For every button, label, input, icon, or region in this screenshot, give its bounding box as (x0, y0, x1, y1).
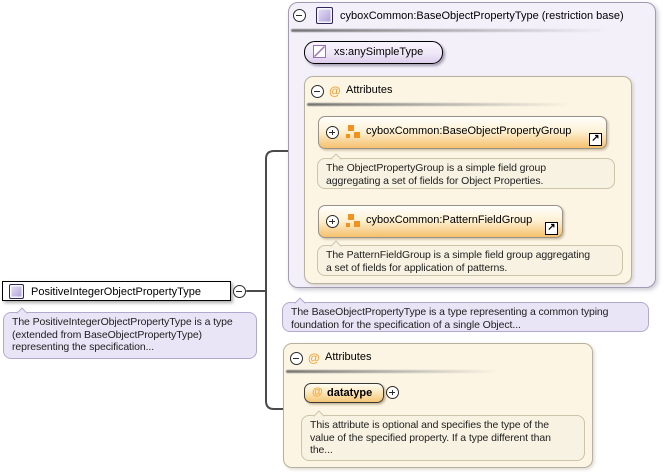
attribute-description: This attribute is optional and specifies… (310, 419, 551, 456)
attributes-divider (286, 370, 526, 373)
attribute-name: datatype (327, 386, 373, 399)
any-simple-type-pill[interactable]: xs:anySimpleType (304, 41, 443, 64)
collapse-icon[interactable] (293, 9, 306, 22)
base-attributes-panel[interactable]: @ Attributes cyboxCommon:BaseObjectPrope… (304, 76, 632, 284)
attribute-icon: @ (329, 84, 341, 98)
external-link-icon[interactable]: ↗ (589, 133, 602, 146)
simple-type-icon (313, 45, 326, 58)
attribute-icon: @ (308, 351, 320, 365)
header-divider (291, 29, 653, 32)
base-ref-label: xs:anySimpleType (334, 46, 424, 58)
attribute-group-label: cyboxCommon:BaseObjectPropertyGroup (366, 125, 572, 137)
expand-icon[interactable] (326, 215, 339, 228)
external-link-icon[interactable]: ↗ (545, 222, 558, 235)
attributes-divider (307, 103, 607, 106)
base-type-description-bubble: The BaseObjectPropertyType is a type rep… (282, 296, 649, 332)
expand-icon[interactable] (326, 126, 339, 139)
attribute-datatype-pill[interactable]: @ datatype (304, 383, 384, 403)
attribute-group-description-bubble: The ObjectPropertyGroup is a simple fiel… (317, 152, 615, 189)
attribute-group-description-bubble: The PatternFieldGroup is a simple field … (317, 239, 623, 276)
collapse-icon[interactable] (233, 285, 246, 298)
attribute-group-icon (346, 214, 360, 228)
collapse-icon[interactable] (290, 352, 303, 365)
base-type-title: cyboxCommon:BaseObjectPropertyType (rest… (340, 10, 624, 22)
attribute-group-base-object-property[interactable]: cyboxCommon:BaseObjectPropertyGroup ↗ (318, 116, 607, 149)
local-attributes-panel[interactable]: @ Attributes @ datatype This attribute i… (283, 343, 593, 468)
base-type-description: The BaseObjectPropertyType is a type rep… (291, 306, 609, 331)
attributes-header: Attributes (346, 84, 393, 96)
attribute-group-label: cyboxCommon:PatternFieldGroup (366, 214, 533, 226)
complex-type-icon (9, 284, 24, 299)
attribute-icon: @ (312, 386, 323, 398)
attribute-group-pattern-field[interactable]: cyboxCommon:PatternFieldGroup ↗ (318, 205, 563, 238)
attribute-group-description: The ObjectPropertyGroup is a simple fiel… (326, 162, 546, 187)
main-type-description-bubble: The PositiveIntegerObjectPropertyType is… (3, 306, 257, 359)
attribute-group-icon (346, 125, 360, 139)
main-type-box[interactable]: PositiveIntegerObjectPropertyType (2, 281, 231, 301)
expand-icon[interactable] (386, 386, 399, 399)
collapse-icon[interactable] (311, 85, 324, 98)
main-type-description: The PositiveIntegerObjectPropertyType is… (12, 316, 233, 353)
attribute-description-bubble: This attribute is optional and specifies… (301, 409, 585, 461)
attributes-header: Attributes (325, 351, 372, 363)
base-type-panel[interactable]: cyboxCommon:BaseObjectPropertyType (rest… (288, 2, 656, 288)
attribute-group-description: The PatternFieldGroup is a simple field … (326, 249, 590, 274)
complex-type-icon (316, 7, 333, 24)
main-type-title: PositiveIntegerObjectPropertyType (31, 286, 201, 298)
